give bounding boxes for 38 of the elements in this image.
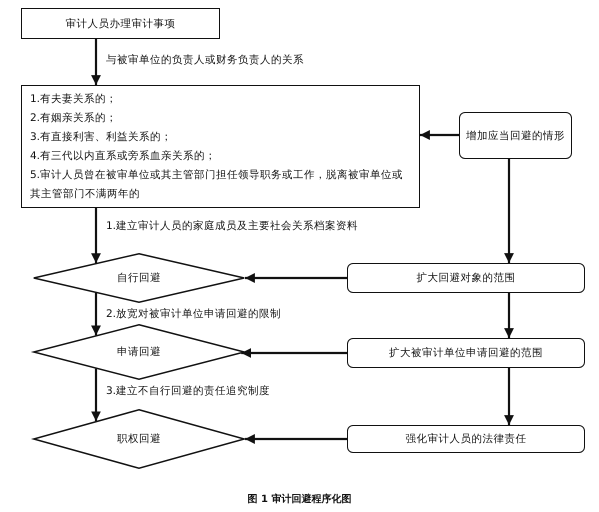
node-label: 申请回避 [117, 345, 161, 359]
criteria-box [21, 85, 420, 208]
arrow [504, 368, 514, 425]
criteria-item: 5.审计人员曾在被审单位或其主管部门担任领导职务或工作，脱离被审单位或其主管部门不满两年的 [30, 168, 404, 202]
arrow [91, 208, 101, 264]
arrow [420, 130, 459, 140]
arrow [245, 273, 347, 283]
measure-box [459, 112, 572, 159]
arrow [504, 159, 514, 263]
edge-label: 2.放宽对被审计单位申请回避的限制 [105, 307, 282, 321]
process-box [21, 8, 220, 39]
measure-box [347, 263, 585, 293]
measure-box [347, 425, 585, 453]
edge-label: 3.建立不自行回避的责任追究制度 [105, 384, 272, 398]
criteria-item: 3.有直接利害、利益关系的； [30, 130, 172, 144]
node-label: 自行回避 [117, 271, 161, 285]
arrow [241, 348, 347, 358]
decision-diamond [33, 409, 245, 469]
criteria-item: 2.有姻亲关系的； [30, 110, 118, 126]
arrow [245, 434, 347, 444]
node-label: 扩大被审计单位申请回避的范围 [389, 346, 543, 360]
node-label: 审计人员办理审计事项 [66, 16, 176, 30]
decision-diamond [33, 324, 245, 380]
measure-box [347, 338, 585, 368]
arrow [91, 39, 101, 85]
node-label: 强化审计人员的法律责任 [406, 432, 526, 446]
arrow [91, 368, 101, 422]
edge-label: 与被审单位的负责人或财务负责人的关系 [105, 53, 305, 67]
edge-label: 1.建立审计人员的家庭成员及主要社会关系档案资料 [105, 219, 360, 233]
node-label: 扩大回避对象的范围 [416, 271, 516, 285]
figure-caption: 图 1 审计回避程序化图 [246, 494, 352, 505]
node-label: 职权回避 [117, 432, 161, 446]
arrow [91, 292, 101, 336]
node-label: 增加应当回避的情形 [466, 128, 565, 142]
criteria-item: 1.有夫妻关系的； [30, 92, 118, 106]
decision-diamond [33, 253, 245, 303]
arrow [504, 293, 514, 338]
criteria-item: 4.有三代以内直系或旁系血亲关系的； [30, 148, 216, 164]
